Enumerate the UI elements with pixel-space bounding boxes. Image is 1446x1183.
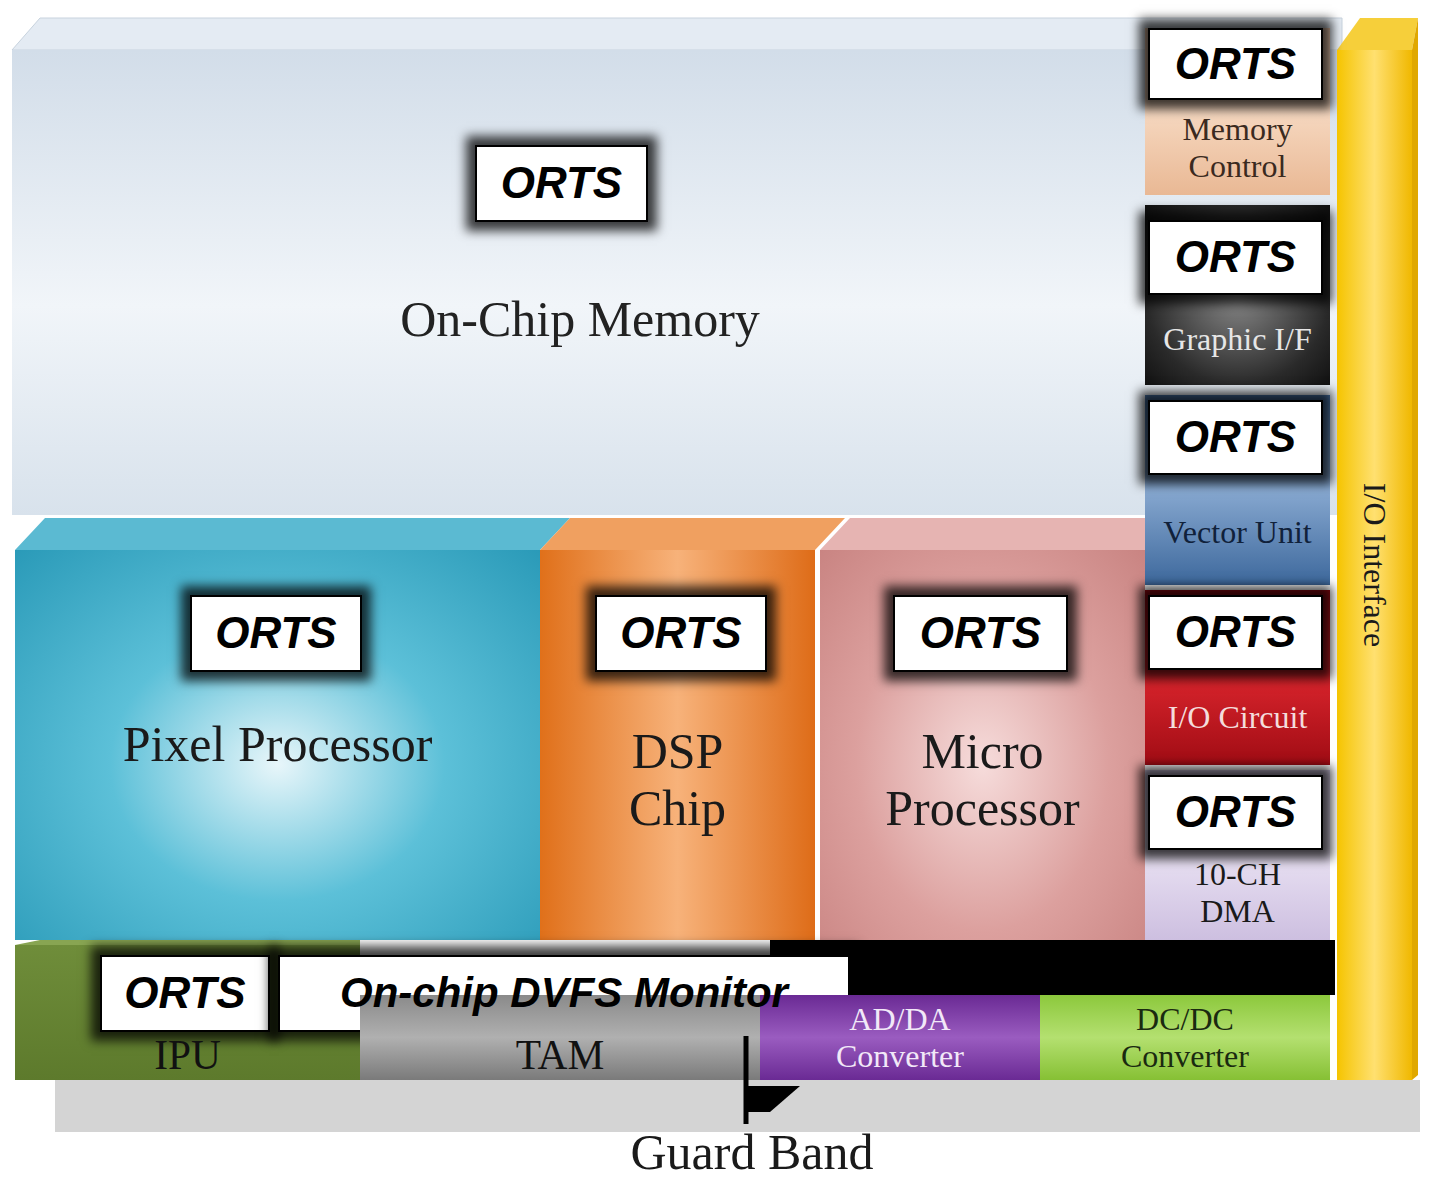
monitor-label: ORTS bbox=[124, 968, 245, 1019]
chip-block: I/O Interface bbox=[1337, 50, 1412, 1080]
label-holder: On-Chip Memory bbox=[300, 270, 860, 370]
block-label: I/O Interface bbox=[1356, 483, 1393, 647]
label-holder: Memory Control bbox=[1145, 100, 1330, 195]
monitor-box: ORTS bbox=[475, 145, 648, 222]
block-label: Pixel Processor bbox=[123, 716, 433, 774]
chip-block: Micro Processor ORTS bbox=[820, 550, 1145, 940]
label-holder: Vector Unit bbox=[1145, 482, 1330, 582]
monitor-box: ORTS bbox=[1148, 595, 1323, 670]
label-holder: Micro Processor bbox=[820, 700, 1145, 860]
monitor-box: ORTS bbox=[1148, 220, 1323, 295]
monitor-box: ORTS bbox=[595, 595, 767, 672]
chip-block: AD/DA Converter bbox=[760, 995, 1040, 1080]
monitor-label: ORTS bbox=[1175, 39, 1296, 90]
monitor-label: ORTS bbox=[1175, 607, 1296, 658]
chip-block: DSP Chip ORTS bbox=[540, 550, 815, 940]
pixel-top-face bbox=[15, 518, 570, 550]
block-label: On-Chip Memory bbox=[400, 291, 760, 349]
chip-block: Vector Unit ORTS bbox=[1145, 395, 1330, 585]
guard-band-label: Guard Band bbox=[552, 1124, 952, 1182]
label-holder: DSP Chip bbox=[540, 700, 815, 860]
block-label: Micro Processor bbox=[838, 723, 1128, 838]
block-label: 10-CH DMA bbox=[1163, 856, 1313, 930]
monitor-label: ORTS bbox=[1175, 232, 1296, 283]
monitor-label: ORTS bbox=[1175, 412, 1296, 463]
io-interface-top-face bbox=[1337, 18, 1418, 50]
label-holder: Pixel Processor bbox=[15, 700, 540, 790]
monitor-box: ORTS bbox=[1148, 775, 1323, 850]
monitor-bar bbox=[770, 940, 1335, 995]
monitor-label: ORTS bbox=[620, 608, 741, 659]
label-holder: I/O Interface bbox=[1350, 265, 1400, 865]
label-holder: TAM bbox=[360, 1032, 760, 1080]
block-label: IPU bbox=[154, 1032, 221, 1080]
block-label: I/O Circuit bbox=[1168, 699, 1308, 736]
label-holder: AD/DA Converter bbox=[760, 995, 1040, 1080]
label-holder: 10-CH DMA bbox=[1145, 845, 1330, 940]
label-holder: IPU bbox=[15, 1032, 360, 1080]
monitor-label: ORTS bbox=[920, 608, 1041, 659]
block-label: AD/DA Converter bbox=[790, 1001, 1010, 1075]
monitor-label: ORTS bbox=[1175, 787, 1296, 838]
block-label: DSP Chip bbox=[593, 723, 763, 838]
monitor-label: ORTS bbox=[501, 158, 622, 209]
monitor-box: ORTS bbox=[1148, 400, 1323, 475]
monitor-box: ORTS bbox=[190, 595, 362, 672]
monitor-box: ORTS bbox=[893, 595, 1068, 672]
label-holder: DC/DC Converter bbox=[1040, 995, 1330, 1080]
label-holder: Graphic I/F bbox=[1145, 293, 1330, 385]
block-label: DC/DC Converter bbox=[1075, 1001, 1295, 1075]
leader-flag bbox=[748, 1086, 800, 1112]
micro-top-face bbox=[820, 518, 1145, 550]
label-holder: I/O Circuit bbox=[1145, 670, 1330, 765]
monitor-label: ORTS bbox=[215, 608, 336, 659]
monitor-box: ORTS bbox=[1148, 28, 1323, 100]
chip-block: On-Chip MemoryORTS bbox=[12, 50, 1342, 515]
memory-top-face bbox=[12, 18, 1342, 50]
block-label: Vector Unit bbox=[1163, 514, 1311, 551]
block-label: Graphic I/F bbox=[1163, 321, 1311, 358]
io-interface-side-face bbox=[1412, 18, 1418, 1080]
dsp-top-face bbox=[540, 518, 845, 550]
monitor-label: On-chip DVFS Monitor bbox=[340, 969, 788, 1017]
chip-block: I/O Circuit ORTS bbox=[1145, 590, 1330, 765]
block-label: Memory Control bbox=[1163, 111, 1313, 185]
chip-block: DC/DC Converter bbox=[1040, 995, 1330, 1080]
chip-block: Graphic I/F ORTS bbox=[1145, 205, 1330, 385]
chip-block: Pixel Processor ORTS bbox=[15, 550, 540, 940]
chip-block: 10-CH DMA ORTS bbox=[1145, 770, 1330, 940]
chip-block: Memory Control ORTS bbox=[1145, 28, 1330, 195]
monitor-box: ORTS bbox=[100, 955, 270, 1032]
block-label: TAM bbox=[516, 1032, 605, 1080]
